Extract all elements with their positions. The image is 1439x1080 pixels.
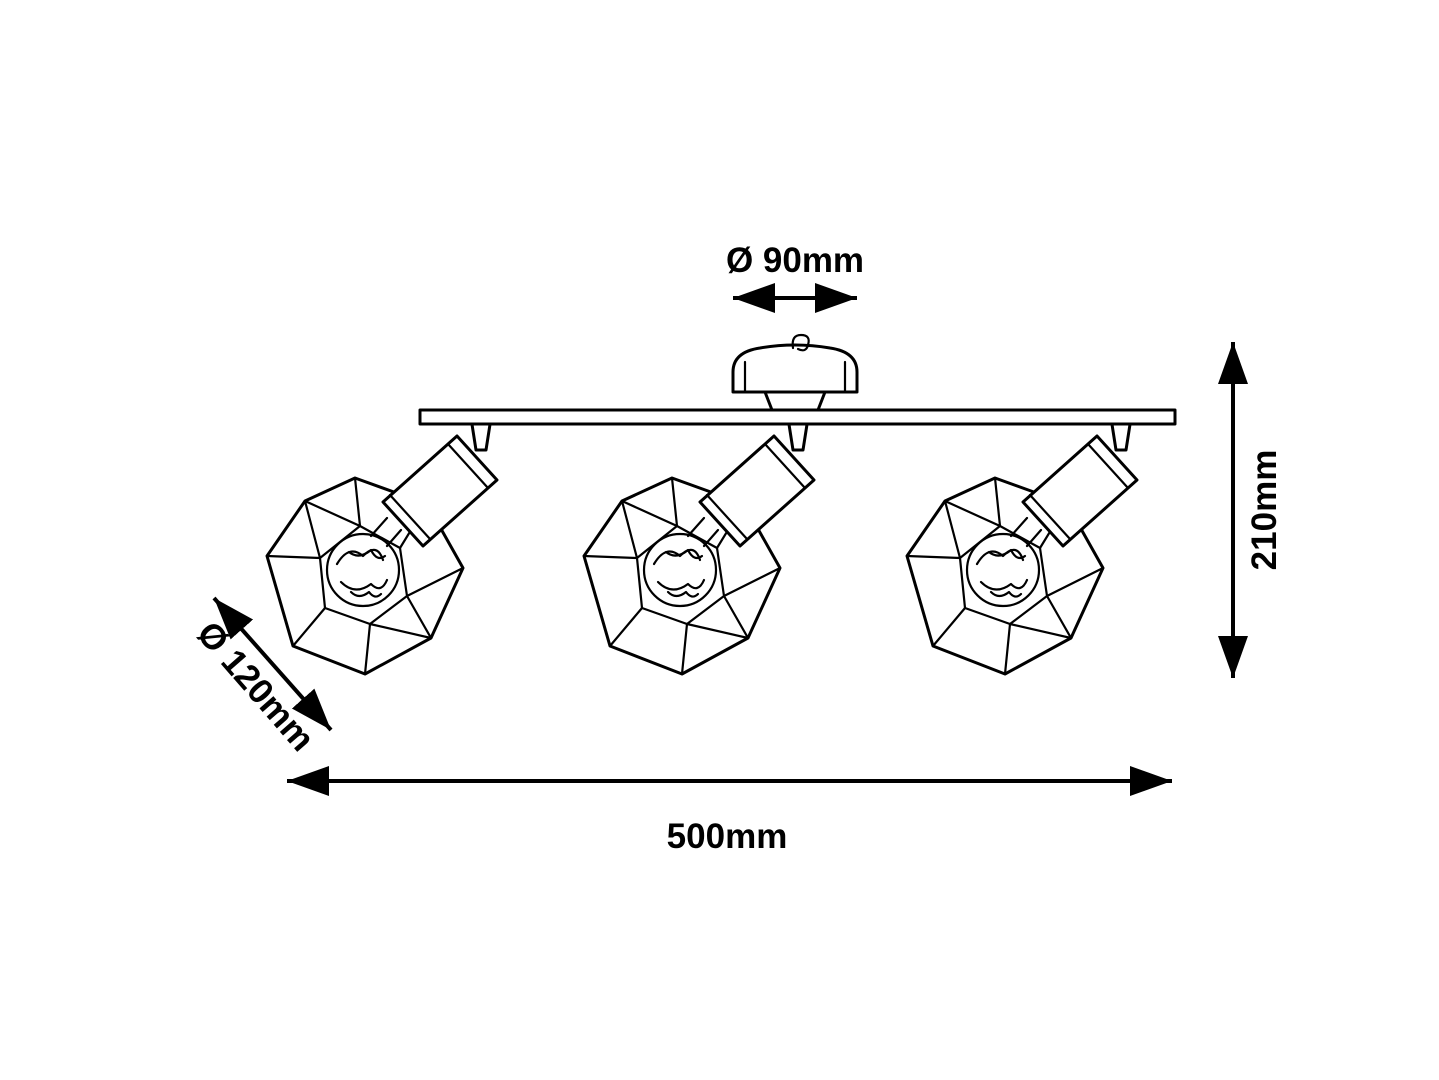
dimension-width: 500mm: [287, 766, 1172, 856]
dimension-shade-diameter: Ø 120mm: [189, 596, 333, 759]
dimension-canopy-diameter: Ø 90mm: [726, 241, 864, 313]
height-label: 210mm: [1245, 450, 1284, 571]
hook-icon: [791, 333, 810, 352]
spot-light-1: [265, 416, 499, 676]
ceiling-canopy: [731, 333, 859, 412]
width-label: 500mm: [667, 817, 788, 856]
canopy-diameter-label: Ø 90mm: [726, 241, 864, 280]
spot-light-3: [905, 416, 1139, 676]
track-bar: [418, 408, 1177, 426]
spot-light-2: [582, 416, 816, 676]
dimension-height: 210mm: [1218, 342, 1284, 678]
